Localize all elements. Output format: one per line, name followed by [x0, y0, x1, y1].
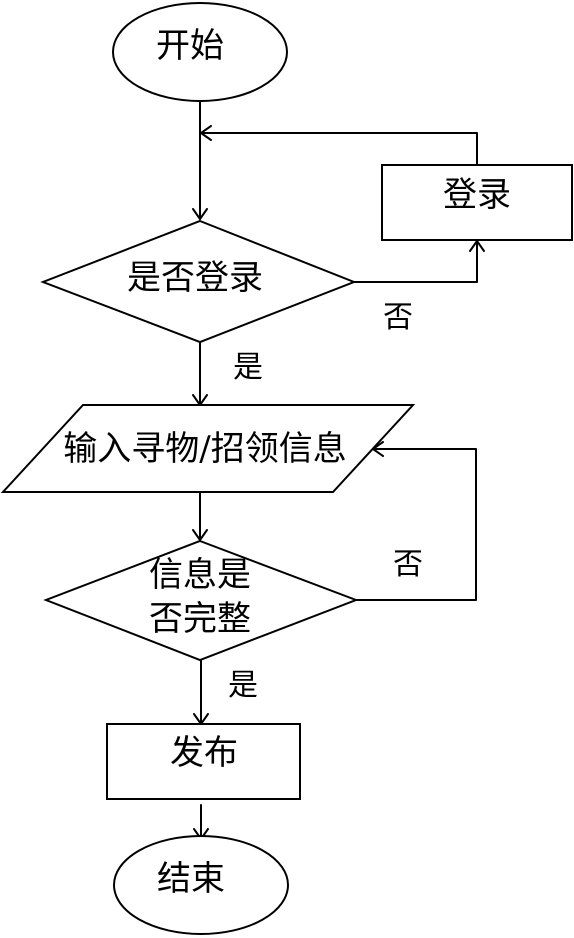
- start-node: 开始: [112, 2, 288, 102]
- input-info-label: 输入寻物/招领信息: [63, 429, 346, 469]
- end-node: 结束: [113, 835, 289, 935]
- complete-yes-label: 是: [228, 668, 258, 703]
- login-no-arrow: [353, 240, 485, 283]
- start-label: 开始: [156, 26, 224, 66]
- start-to-login-check-arrow: [192, 101, 208, 220]
- login-no-label: 否: [383, 300, 413, 335]
- complete-label-line-1: 信息是: [149, 555, 251, 595]
- complete-yes-arrow: [193, 659, 209, 725]
- login-label: 登录: [443, 175, 511, 215]
- login-node: 登录: [381, 164, 573, 241]
- complete-label-line-2: 否完整: [149, 599, 251, 639]
- input-info-node: 输入寻物/招领信息: [0, 404, 416, 493]
- publish-to-end-arrow: [193, 804, 209, 840]
- complete-check-decision: 信息是 否完整: [43, 539, 359, 662]
- login-check-label: 是否登录: [127, 258, 263, 298]
- end-label: 结束: [157, 859, 225, 899]
- complete-no-arrow: [355, 441, 477, 601]
- login-yes-arrow: [192, 341, 208, 406]
- login-return-arrow: [200, 125, 478, 166]
- login-check-decision: 是否登录: [40, 219, 357, 344]
- publish-node: 发布: [106, 723, 301, 800]
- publish-label: 发布: [170, 733, 238, 773]
- input-to-complete-arrow: [192, 491, 208, 541]
- complete-no-label: 否: [393, 547, 423, 582]
- login-yes-label: 是: [233, 350, 263, 385]
